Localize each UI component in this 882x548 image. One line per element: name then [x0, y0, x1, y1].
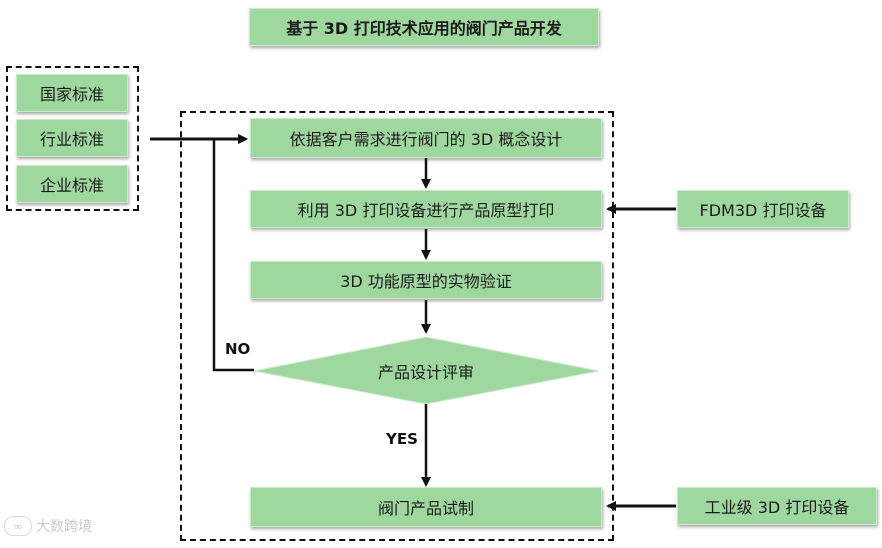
step-prototype-print: 利用 3D 打印设备进行产品原型打印	[250, 190, 602, 228]
watermark-text: 大数跨境	[36, 519, 92, 535]
label-no: NO	[225, 340, 251, 358]
label-yes: YES	[386, 430, 418, 448]
standard-enterprise: 企业标准	[16, 165, 128, 203]
standard-national: 国家标准	[16, 74, 128, 112]
arrow-no-loop	[212, 139, 254, 372]
standards-group	[6, 66, 139, 211]
standard-industry: 行业标准	[16, 119, 128, 157]
device-industrial: 工业级 3D 打印设备	[677, 487, 877, 525]
process-group	[180, 111, 614, 541]
review-diamond	[253, 336, 600, 405]
device-fdm: FDM3D 打印设备	[677, 190, 849, 228]
watermark: ∞ 大数跨境	[4, 516, 92, 536]
step-trial-production: 阀门产品试制	[250, 487, 602, 527]
step-physical-verification: 3D 功能原型的实物验证	[250, 261, 602, 299]
step-concept-design: 依据客户需求进行阀门的 3D 概念设计	[250, 118, 602, 158]
diagram-title: 基于 3D 打印技术应用的阀门产品开发	[249, 8, 599, 46]
watermark-logo-icon: ∞	[4, 516, 32, 536]
step-design-review: 产品设计评审	[377, 363, 474, 382]
